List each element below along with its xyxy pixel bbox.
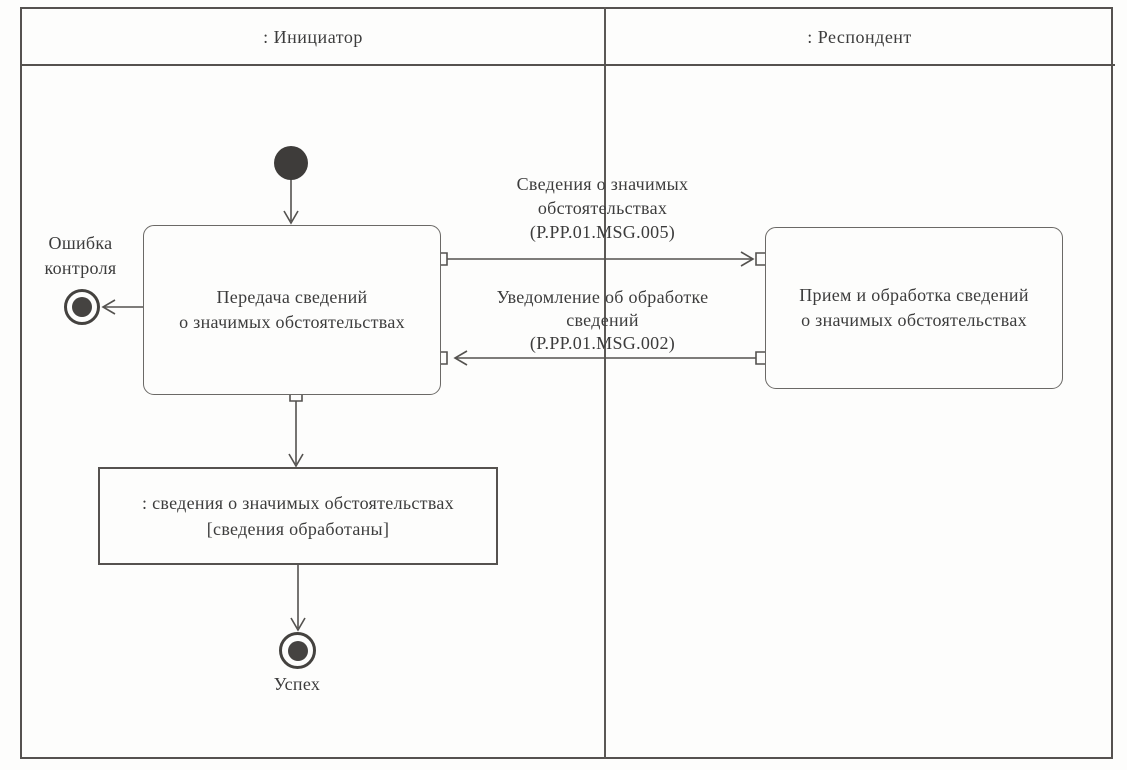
error-label: Ошибка контроля [18, 231, 143, 281]
lane-header-initiator: : Инициатор [263, 27, 363, 47]
lane-header-respondent: : Респондент [807, 27, 912, 47]
msg-002-label-line3: (P.PP.01.MSG.002) [529, 333, 676, 353]
error-label-line1: Ошибка [48, 233, 113, 253]
transfer-activity-box: Передача сведений о значимых обстоятельс… [143, 225, 441, 395]
msg-002-label-line1: Уведомление об обработке [496, 287, 709, 307]
receive-activity-box: Прием и обработка сведений о значимых об… [765, 227, 1063, 389]
msg-002-arrow [455, 351, 759, 365]
msg-005-label-line2: обстоятельствах [537, 198, 668, 218]
transfer-activity-line1: Передача сведений [216, 287, 368, 307]
msg-002-label: Уведомление об обработке сведений (P.PP.… [455, 286, 750, 355]
success-final-node [279, 632, 316, 669]
success-label: Успех [273, 674, 321, 694]
msg-005-arrow [447, 252, 753, 266]
error-final-node-core [72, 297, 92, 317]
lane-header-separator [20, 64, 1115, 66]
msg-005-label-line3: (P.PP.01.MSG.005) [529, 222, 676, 242]
success-arrow [291, 565, 305, 630]
msg-005-label-line1: Сведения о значимых [516, 174, 689, 194]
object-arrow [289, 401, 303, 466]
error-label-line2: контроля [44, 258, 117, 278]
object-node-line2: [сведения обработаны] [206, 519, 390, 539]
msg-002-label-line2: сведений [566, 310, 639, 330]
error-final-node [64, 289, 100, 325]
msg-005-label: Сведения о значимых обстоятельствах (P.P… [460, 172, 745, 244]
start-node [274, 146, 308, 180]
success-final-node-core [287, 640, 308, 661]
error-arrow [103, 300, 143, 314]
diagram-frame [20, 7, 1113, 759]
lane-divider [604, 7, 606, 759]
transfer-activity-line2: о значимых обстоятельствах [179, 312, 405, 332]
object-node-line1: : сведения о значимых обстоятельствах [142, 493, 454, 513]
object-node-box: : сведения о значимых обстоятельствах [с… [98, 467, 498, 565]
receive-activity-line2: о значимых обстоятельствах [801, 310, 1027, 330]
receive-activity-line1: Прием и обработка сведений [799, 285, 1029, 305]
start-arrow [284, 179, 298, 223]
